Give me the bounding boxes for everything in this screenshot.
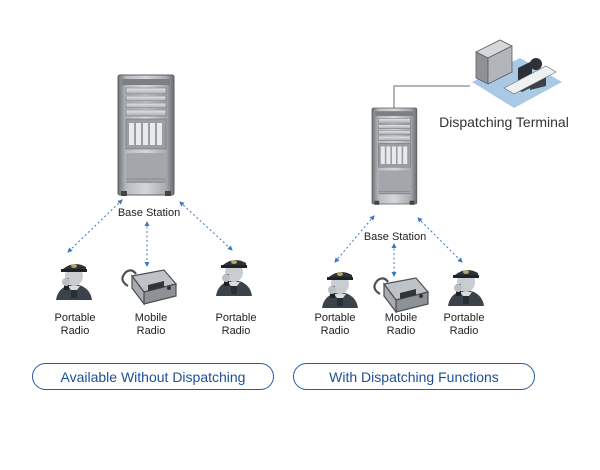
left-device-3-line2: Radio — [221, 325, 251, 337]
right-portable-radio-1-icon — [322, 271, 358, 308]
right-device-1-line2: Radio — [320, 325, 350, 337]
right-mobile-radio-icon — [373, 276, 430, 314]
left-device-3-line1: Portable — [215, 312, 257, 324]
right-device-2-line2: Radio — [386, 325, 416, 337]
dispatching-terminal-icon — [472, 39, 562, 108]
caption-without-dispatching: Available Without Dispatching — [32, 363, 274, 390]
right-device-3-line2: Radio — [449, 325, 479, 337]
left-device-1-line2: Radio — [60, 325, 90, 337]
right-device-label-3: Portable Radio — [429, 312, 499, 338]
right-device-3-line1: Portable — [443, 312, 485, 324]
right-links — [334, 215, 463, 277]
right-portable-radio-2-icon — [448, 269, 484, 306]
left-base-station-label: Base Station — [117, 207, 181, 219]
left-links — [67, 199, 233, 267]
right-base-station-rack-icon — [371, 107, 418, 206]
right-device-2-line1: Mobile — [384, 312, 418, 324]
right-device-label-1: Portable Radio — [300, 312, 370, 338]
left-device-2-line2: Radio — [136, 325, 166, 337]
right-device-1-line1: Portable — [314, 312, 356, 324]
right-device-label-2: Mobile Radio — [366, 312, 436, 338]
left-portable-radio-1-icon — [56, 263, 92, 300]
left-device-label-2: Mobile Radio — [116, 312, 186, 338]
base-station-rack-icon — [117, 74, 175, 197]
left-portable-radio-2-icon — [216, 259, 252, 296]
left-mobile-radio-icon — [121, 268, 178, 306]
left-device-1-line1: Portable — [54, 312, 96, 324]
right-base-station-label: Base Station — [363, 231, 427, 243]
left-device-2-line1: Mobile — [134, 312, 168, 324]
caption-with-dispatching: With Dispatching Functions — [293, 363, 535, 390]
left-device-label-1: Portable Radio — [40, 312, 110, 338]
left-device-label-3: Portable Radio — [201, 312, 271, 338]
dispatching-terminal-label: Dispatching Terminal — [439, 114, 569, 130]
